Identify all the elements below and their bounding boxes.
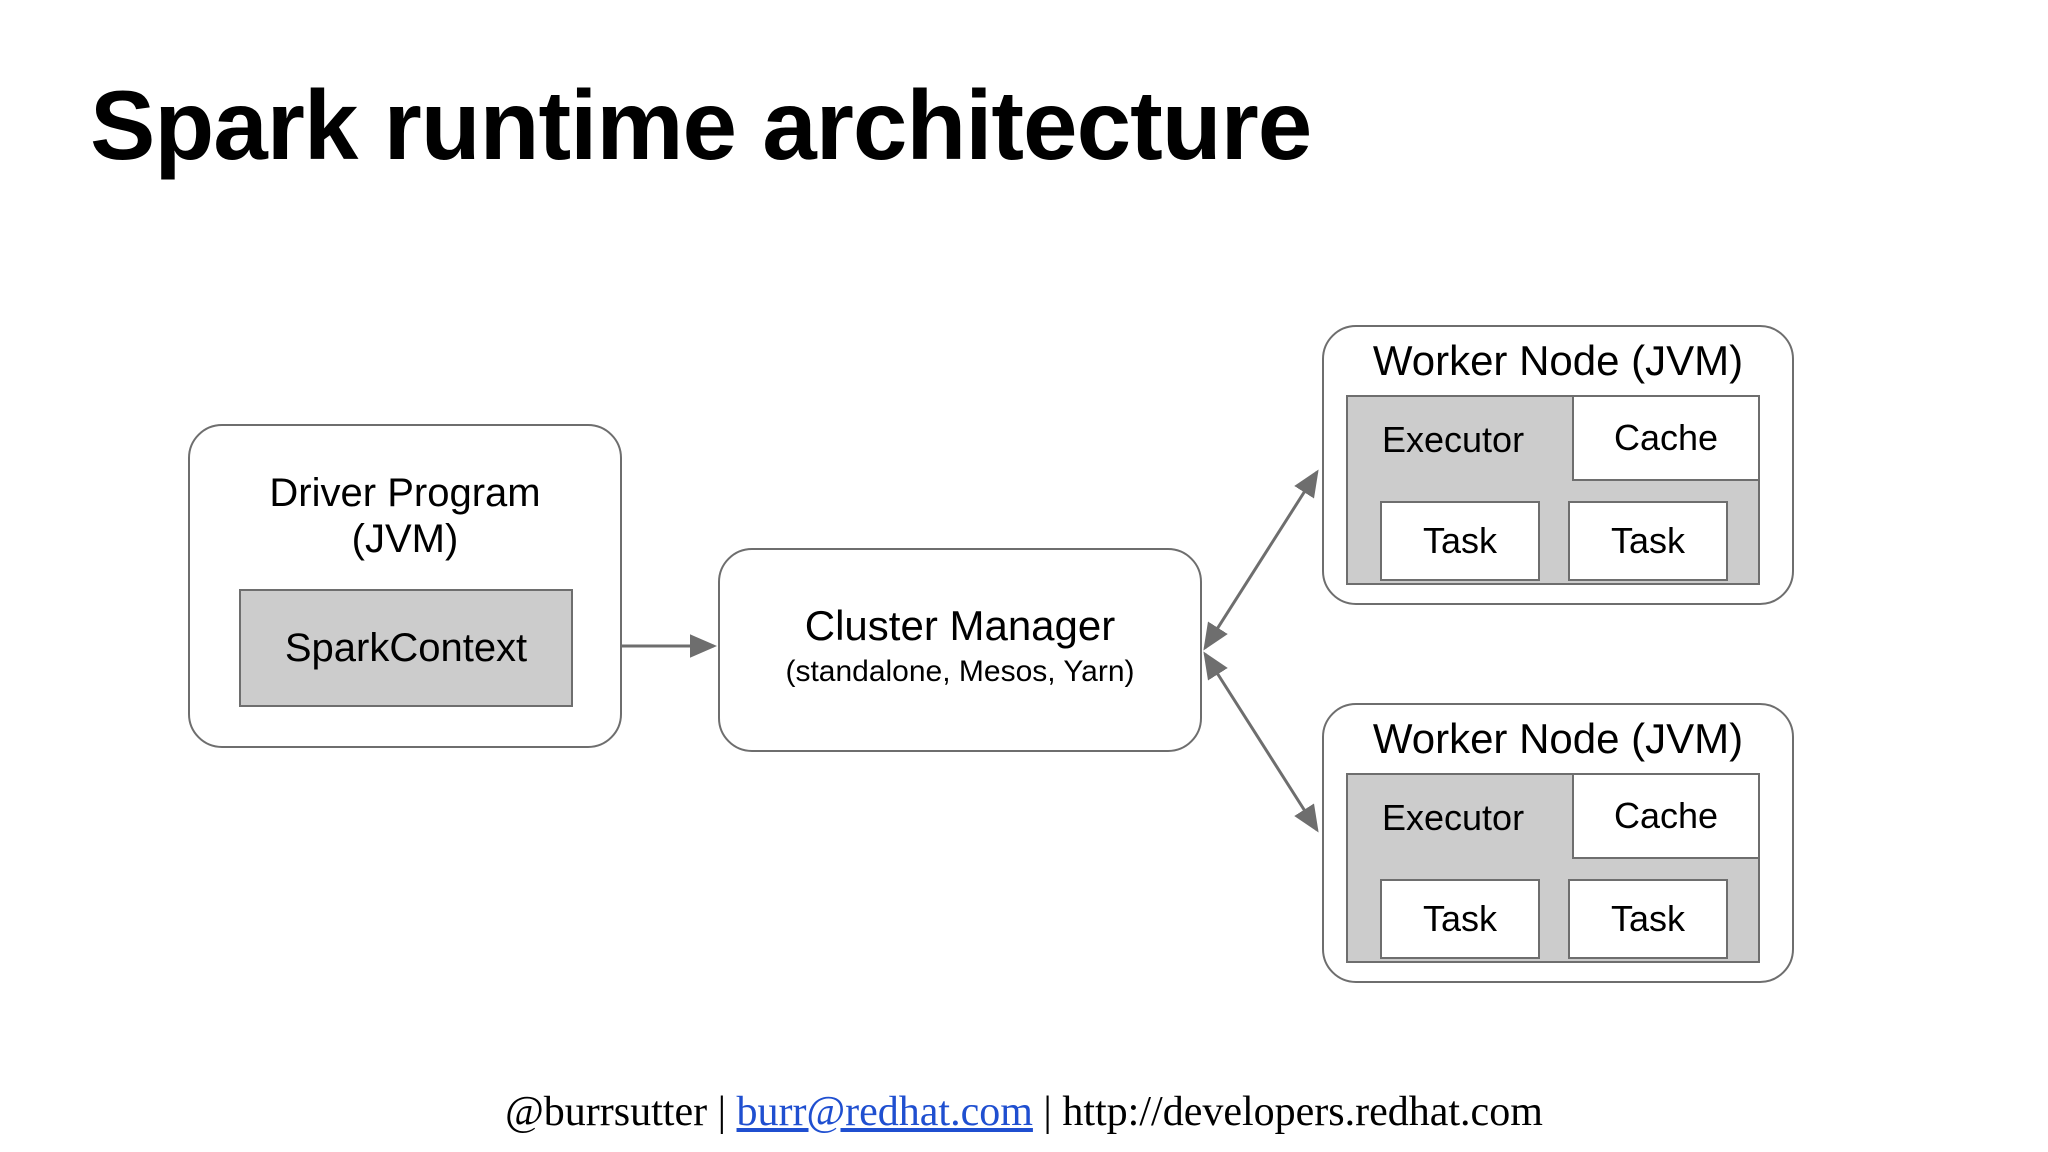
worker-node-2-task-1: Task bbox=[1380, 879, 1540, 959]
worker-node-1-cache-box: Cache bbox=[1572, 395, 1760, 481]
spark-context-box: SparkContext bbox=[239, 589, 573, 707]
cluster-manager-title: Cluster Manager bbox=[804, 602, 1116, 649]
page-title: Spark runtime architecture bbox=[90, 70, 1312, 180]
worker-node-1-executor-box: Executor Cache Task Task bbox=[1346, 395, 1760, 585]
connector-cluster-manager-worker-1 bbox=[1203, 469, 1319, 651]
footer-email-link[interactable]: burr@redhat.com bbox=[736, 1089, 1033, 1135]
worker-node-2-task-2: Task bbox=[1568, 879, 1728, 959]
footer-handle: @burrsutter bbox=[505, 1089, 708, 1135]
worker-node-1-title: Worker Node (JVM) bbox=[1372, 337, 1744, 384]
cluster-manager-subtitle: (standalone, Mesos, Yarn) bbox=[785, 655, 1135, 688]
worker-node-1: Worker Node (JVM) Executor Cache Task Ta… bbox=[1322, 325, 1794, 605]
footer-separator-1: | bbox=[707, 1089, 737, 1135]
driver-program-title: Driver Program bbox=[269, 471, 541, 515]
worker-node-1-task-2: Task bbox=[1568, 501, 1728, 581]
worker-node-2: Worker Node (JVM) Executor Cache Task Ta… bbox=[1322, 703, 1794, 983]
driver-program-node: Driver Program (JVM) SparkContext bbox=[188, 424, 622, 748]
worker-node-2-executor-label: Executor bbox=[1382, 797, 1525, 838]
worker-node-2-cache-box: Cache bbox=[1572, 773, 1760, 859]
cluster-manager-node: Cluster Manager (standalone, Mesos, Yarn… bbox=[718, 548, 1202, 752]
worker-node-2-title: Worker Node (JVM) bbox=[1372, 715, 1744, 762]
footer-separator-2: | bbox=[1032, 1089, 1063, 1135]
driver-program-jvm-label: (JVM) bbox=[351, 517, 459, 561]
worker-node-1-task-1: Task bbox=[1380, 501, 1540, 581]
worker-node-2-executor-box: Executor Cache Task Task bbox=[1346, 773, 1760, 963]
connector-cluster-manager-worker-2 bbox=[1203, 651, 1319, 833]
footer: @burrsutter | burr@redhat.com | http://d… bbox=[0, 1088, 2048, 1136]
footer-url: http://developers.redhat.com bbox=[1062, 1089, 1543, 1135]
worker-node-1-executor-label: Executor bbox=[1382, 419, 1525, 460]
